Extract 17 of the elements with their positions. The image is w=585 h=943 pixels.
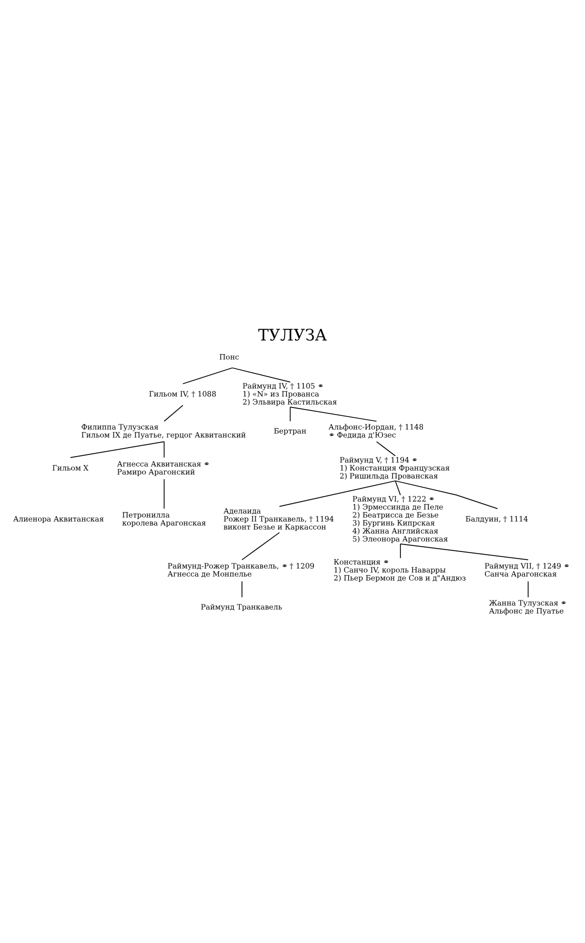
connector <box>290 406 377 422</box>
connector <box>400 543 529 560</box>
connector <box>242 532 280 560</box>
connector <box>400 543 401 559</box>
connector <box>164 478 165 510</box>
connector <box>394 480 498 510</box>
connector <box>182 367 233 384</box>
connector <box>528 580 529 598</box>
connector <box>164 441 165 458</box>
connector <box>279 480 396 507</box>
connector <box>70 441 165 458</box>
connector <box>290 406 291 422</box>
diagram-title: ТУЛУЗА <box>258 325 327 344</box>
connector <box>376 441 396 456</box>
connector <box>164 404 184 422</box>
connector <box>394 480 401 496</box>
connector <box>232 367 291 382</box>
